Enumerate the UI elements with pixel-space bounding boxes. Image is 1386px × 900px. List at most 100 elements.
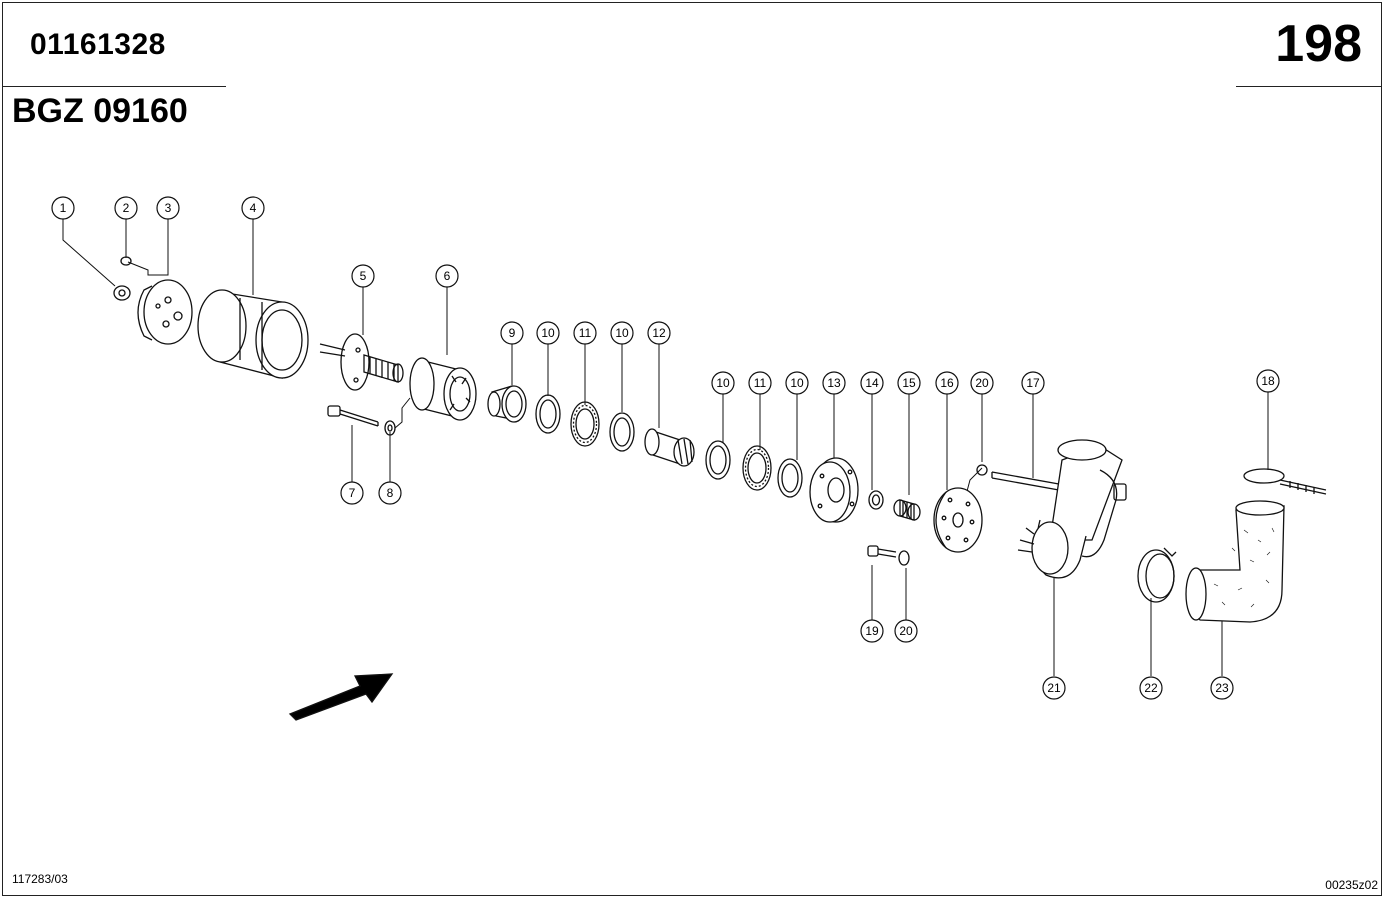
- callout-label: 23: [1215, 681, 1229, 695]
- callout-label: 14: [865, 376, 879, 390]
- callout-circle: [378, 481, 402, 505]
- callout-label: 22: [1144, 681, 1158, 695]
- callout-23: 23: [1210, 676, 1234, 700]
- callout-6: 6: [435, 264, 459, 288]
- callout-13: 13: [822, 371, 846, 395]
- part-hub-16: [933, 487, 983, 553]
- callout-20: 20: [894, 619, 918, 643]
- part-washer-8: [384, 420, 396, 436]
- callout-14: 14: [860, 371, 884, 395]
- callout-label: 16: [940, 376, 954, 390]
- callout-4: 4: [241, 196, 265, 220]
- callout-circle: [897, 371, 921, 395]
- callout-label: 3: [165, 201, 172, 215]
- callout-circle: [785, 371, 809, 395]
- callout-label: 11: [754, 376, 767, 390]
- part-ring-10c: [705, 440, 731, 480]
- group-code: BGZ 09160: [12, 92, 188, 130]
- callout-circle: [894, 619, 918, 643]
- callout-10: 10: [711, 371, 735, 395]
- part-ring-10d: [777, 458, 803, 498]
- callout-label: 19: [865, 624, 879, 638]
- callout-10: 10: [536, 321, 560, 345]
- callout-label: 1: [60, 201, 67, 215]
- part-bolt-7: [327, 405, 379, 427]
- callout-label: 20: [975, 376, 989, 390]
- part-bearing-11b: [742, 445, 772, 491]
- callout-label: 21: [1047, 681, 1061, 695]
- part-number-rule: [2, 86, 226, 87]
- part-bolt-19: [867, 545, 897, 558]
- part-clamp-22: [1137, 547, 1177, 603]
- part-washer-20b: [898, 550, 910, 566]
- callout-circle: [241, 196, 265, 220]
- callout-11: 11: [573, 321, 597, 345]
- callout-8: 8: [378, 481, 402, 505]
- part-bearing-11: [570, 401, 600, 447]
- callout-label: 13: [827, 376, 841, 390]
- part-nut-1: [113, 285, 131, 301]
- footer-left-code: 117283/03: [12, 872, 68, 886]
- callout-19: 19: [860, 619, 884, 643]
- part-cylinder-4: [197, 289, 309, 379]
- part-hose-23: [1185, 500, 1285, 623]
- callout-18: 18: [1256, 369, 1280, 393]
- callout-circle: [970, 371, 994, 395]
- callout-circle: [748, 371, 772, 395]
- part-flange-3: [137, 279, 193, 345]
- part-ring-10b: [609, 412, 635, 452]
- callout-11: 11: [748, 371, 772, 395]
- callout-circle: [340, 481, 364, 505]
- callout-circle: [51, 196, 75, 220]
- part-bearing-15: [893, 499, 921, 521]
- callout-10: 10: [785, 371, 809, 395]
- callout-circle: [536, 321, 560, 345]
- direction-arrow: [288, 673, 394, 721]
- callout-label: 10: [541, 326, 555, 340]
- callout-circle: [1042, 676, 1066, 700]
- callout-label: 8: [387, 486, 394, 500]
- callout-5: 5: [351, 264, 375, 288]
- callout-label: 10: [615, 326, 629, 340]
- callout-label: 5: [360, 269, 367, 283]
- part-nut-20: [976, 464, 988, 476]
- callout-circle: [647, 321, 671, 345]
- callout-21: 21: [1042, 676, 1066, 700]
- part-ring-10: [535, 394, 561, 434]
- callout-17: 17: [1021, 371, 1045, 395]
- callout-circle: [935, 371, 959, 395]
- callout-label: 12: [652, 326, 666, 340]
- callout-label: 4: [250, 201, 257, 215]
- callout-circle: [573, 321, 597, 345]
- callout-16: 16: [935, 371, 959, 395]
- callout-label: 7: [349, 486, 356, 500]
- callout-circle: [860, 371, 884, 395]
- callout-label: 6: [444, 269, 451, 283]
- callout-circle: [1210, 676, 1234, 700]
- callout-label: 10: [790, 376, 804, 390]
- part-number: 01161328: [30, 28, 166, 61]
- part-clamp-18: [1243, 468, 1327, 495]
- footer-right-code: 00235z02: [1325, 878, 1378, 892]
- callout-2: 2: [114, 196, 138, 220]
- callout-label: 10: [716, 376, 730, 390]
- callout-circle: [1256, 369, 1280, 393]
- callout-circle: [351, 264, 375, 288]
- callout-label: 2: [123, 201, 130, 215]
- callout-label: 20: [899, 624, 913, 638]
- callout-circle: [711, 371, 735, 395]
- callout-20: 20: [970, 371, 994, 395]
- callout-label: 18: [1261, 374, 1275, 388]
- callout-circle: [822, 371, 846, 395]
- callout-circle: [860, 619, 884, 643]
- part-bushing-9: [487, 385, 527, 423]
- callout-7: 7: [340, 481, 364, 505]
- callout-circle: [610, 321, 634, 345]
- callout-label: 15: [902, 376, 916, 390]
- callout-label: 11: [579, 326, 592, 340]
- callout-circle: [500, 321, 524, 345]
- callout-circle: [114, 196, 138, 220]
